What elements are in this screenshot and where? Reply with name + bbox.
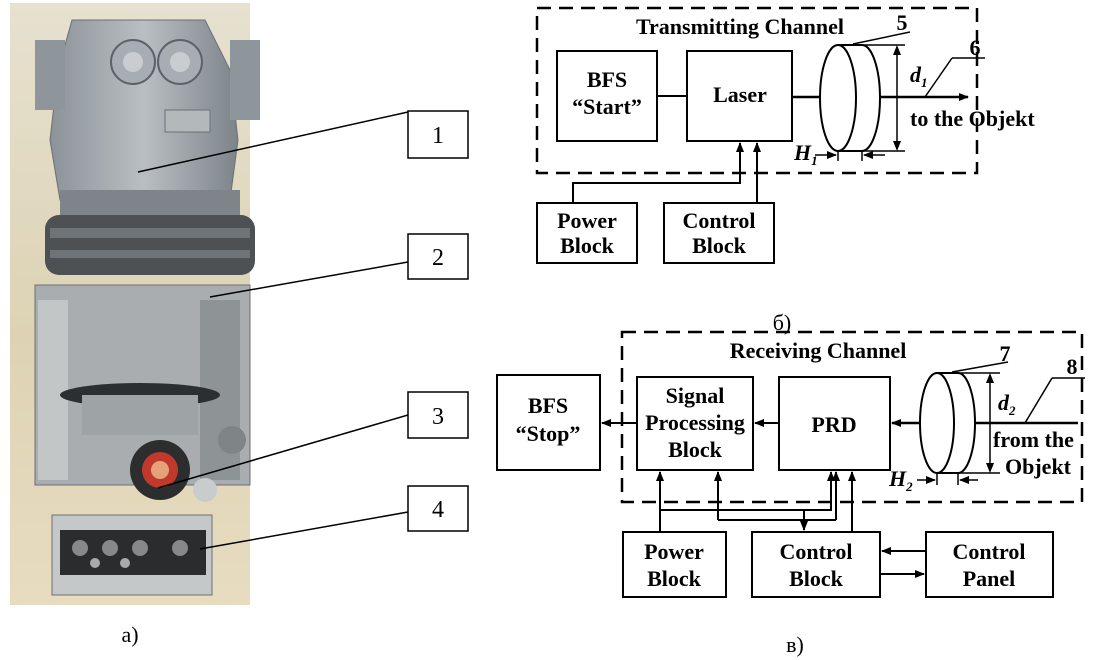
to-the-objekt: to the Objekt [910,106,1035,131]
rx-control-line1: Control [780,539,853,564]
laser-block [686,50,793,142]
bfs-start-line2: “Start” [572,94,642,119]
bfs-start-block [556,50,658,142]
rx-control-block [751,531,881,598]
control-panel-line2: Panel [963,566,1016,591]
d1-label: d1 [910,62,928,90]
device-photo [10,3,260,605]
bfs-stop-block [496,374,601,471]
receiving-channel: Receiving Channel BFS “Stop” Signal Proc… [496,330,1085,598]
lens-5-number: 5 [897,10,908,35]
from-the-line1: from the [993,427,1074,452]
callout-1-label: 1 [432,123,444,149]
prd-label: PRD [811,412,856,437]
control-panel-block [925,531,1054,598]
callout-2-label: 2 [432,245,444,271]
rx-power-block [622,531,727,598]
device-body [34,284,251,502]
prd-block [778,376,891,471]
tx-power-block [536,202,638,264]
control-panel-line1: Control [953,539,1026,564]
h2-label: H2 [888,466,913,494]
tx-control-line2: Block [692,233,747,258]
head-ring [45,190,255,275]
transmitting-channel: Transmitting Channel BFS “Start” Laser 5… [535,6,1035,264]
d2-label: d2 [998,390,1016,418]
callout-3: 3 [157,391,469,489]
signal-processing-line2: Processing [645,410,745,435]
receiving-title: Receiving Channel [730,338,907,363]
rx-power-line2: Block [647,566,702,591]
output-number-6: 6 [970,35,981,60]
caption-b: б) [773,310,792,335]
tx-control-block [663,202,775,264]
lens-7-number: 7 [1000,341,1011,366]
rx-control-line2: Block [789,566,844,591]
transmitting-title: Transmitting Channel [636,14,844,39]
callout-4-label: 4 [432,497,444,523]
h1-label: H1 [793,140,818,168]
callout-1: 1 [137,110,469,173]
tx-control-line1: Control [683,208,756,233]
caption-a: а) [121,622,138,647]
callout-4: 4 [199,485,469,550]
caption-v: в) [786,632,804,657]
laser-label: Laser [713,82,767,107]
bfs-start-line1: BFS [587,67,627,92]
callout-3-label: 3 [432,404,444,430]
rx-power-line1: Power [644,539,704,564]
control-panel-photo [51,514,213,596]
lens-5 [819,44,881,152]
from-the-line2: Objekt [1005,454,1072,479]
bfs-stop-line2: “Stop” [516,421,581,446]
bfs-stop-line1: BFS [528,393,568,418]
signal-processing-line3: Block [668,437,723,462]
callout-2: 2 [209,233,469,298]
input-number-8: 8 [1067,354,1078,379]
tx-power-line2: Block [560,233,615,258]
signal-processing-line1: Signal [666,383,725,408]
tx-power-line1: Power [557,208,617,233]
lens-7 [919,372,976,474]
